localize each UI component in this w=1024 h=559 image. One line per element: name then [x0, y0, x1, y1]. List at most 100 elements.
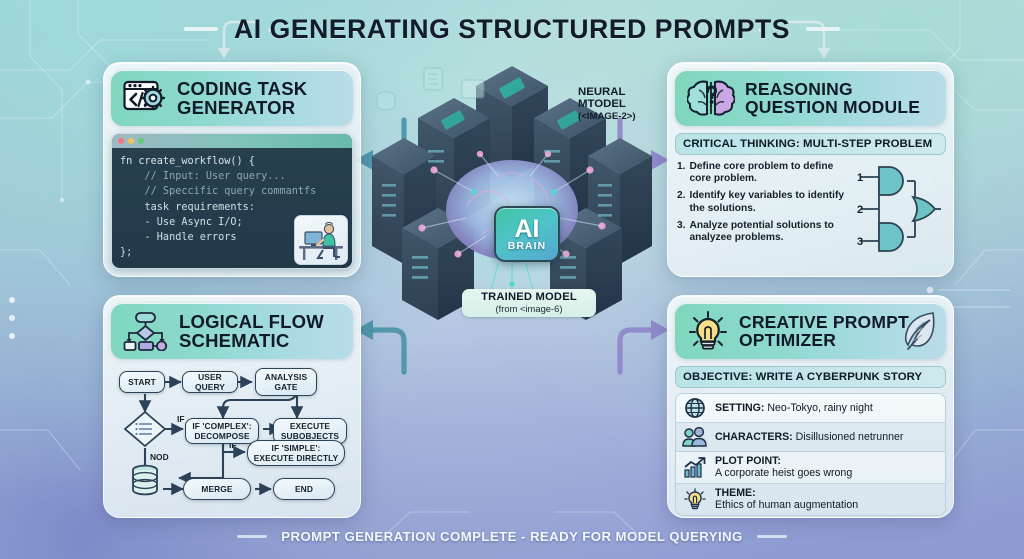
theme-label: THEME: — [715, 486, 756, 499]
flow-node-user-query[interactable]: USER QUERY — [182, 371, 238, 393]
coding-panel-body: fn create_workflow() { // Input: User qu… — [111, 133, 353, 270]
step-text: Analyze potential solutions to analyzee … — [689, 219, 834, 244]
footer-rule-left — [237, 534, 268, 538]
neural-label-sub: (<IMAGE-2>) — [578, 110, 636, 122]
or-gate — [911, 195, 937, 223]
list-item: 1. Define core problem to define core pr… — [677, 161, 857, 185]
gate-input-label: 2 — [857, 204, 863, 216]
reasoning-steps-list: 1. Define core problem to define core pr… — [675, 161, 857, 262]
neural-model-label: NEURAL MTODEL (<IMAGE-2>) — [578, 86, 664, 123]
reasoning-title-line2: QUESTION MODULE — [745, 97, 921, 117]
ai-chip-title: AI — [514, 214, 540, 243]
flowchart-connectors: IF NOD IF — [123, 375, 304, 496]
ai-chip-subtitle: BRAIN — [507, 240, 547, 252]
close-dot-icon[interactable] — [118, 138, 124, 144]
list-item-setting[interactable]: SETTING: Neo-Tokyo, rainy night — [676, 394, 945, 423]
panel-reasoning-question-module[interactable]: REASONING QUESTION MODULE CRITICAL THINK… — [667, 62, 954, 277]
page-title: AI GENERATING STRUCTURED PROMPTS — [233, 13, 791, 44]
list-item: 3. Analyze potential solutions to analyz… — [677, 220, 857, 244]
flowchart-diagram: IF NOD IF START USER QUERY ANALYSIS GATE… — [111, 366, 355, 516]
gate-input-label: 1 — [857, 172, 863, 184]
flow-edge-label: NOD — [150, 452, 169, 462]
header: AI GENERATING STRUCTURED PROMPTS — [0, 6, 1024, 52]
list-item-plot-point[interactable]: PLOT POINT: A corporate heist goes wrong — [676, 452, 945, 484]
code-line: // Speccific query commantfs — [120, 186, 317, 198]
setting-text: SETTING: Neo-Tokyo, rainy night — [715, 402, 873, 414]
step-number: 1. — [677, 161, 686, 172]
theme-value: Ethics of human augmentation — [715, 499, 859, 512]
creative-panel-header: CREATIVE PROMPT OPTIMIZER — [675, 303, 946, 359]
minimize-dot-icon[interactable] — [128, 138, 134, 144]
flow-node-end[interactable]: END — [273, 478, 335, 500]
code-content[interactable]: fn create_workflow() { // Input: User qu… — [112, 148, 352, 269]
developer-at-desk-illustration — [294, 215, 348, 266]
plot-point-text: PLOT POINT: A corporate heist goes wrong — [715, 455, 852, 480]
characters-text: CHARACTERS: Disillusioned netrunner — [715, 431, 903, 443]
flow-node-if-complex[interactable]: IF 'COMPLEX': DECOMPOSE — [185, 418, 259, 444]
coding-title-line1: CODING TASK — [177, 77, 308, 99]
lightbulb-icon — [687, 310, 729, 352]
flow-edge-label: IF — [229, 440, 236, 450]
creative-title-line1: CREATIVE PROMPT — [739, 311, 909, 332]
characters-label: CHARACTERS: — [715, 430, 793, 443]
and-gate — [878, 222, 904, 252]
code-line: }; — [120, 247, 133, 259]
maximize-dot-icon[interactable] — [138, 138, 144, 144]
and-gate — [878, 166, 904, 196]
globe-icon — [682, 397, 708, 419]
coding-panel-header: CODING TASK GENERATOR — [111, 70, 353, 126]
flow-panel-title: LOGICAL FLOW SCHEMATIC — [179, 310, 324, 351]
flow-title-line1: LOGICAL FLOW — [179, 310, 324, 332]
reasoning-panel-header: REASONING QUESTION MODULE — [675, 70, 946, 126]
logic-gate-diagram: 1 2 3 — [857, 161, 946, 262]
database-cylinder-icon — [132, 464, 158, 496]
title-rule-left — [183, 27, 218, 31]
flow-node-if-simple[interactable]: IF 'SIMPLE': EXECUTE DIRECTLY — [247, 440, 345, 466]
brain-question-icon — [687, 78, 735, 118]
theme-text: THEME: Ethics of human augmentation — [715, 487, 858, 512]
code-editor-window[interactable]: fn create_workflow() { // Input: User qu… — [111, 133, 353, 270]
list-item: 2. Identify key variables to identify th… — [677, 190, 857, 214]
code-window-titlebar — [112, 134, 352, 148]
flow-node-analysis-gate[interactable]: ANALYSIS GATE — [255, 368, 317, 396]
creative-title-line2: OPTIMIZER — [739, 330, 837, 350]
plot-point-value: A corporate heist goes wrong — [715, 467, 853, 480]
neural-label-line2: MTODEL — [578, 98, 626, 111]
setting-value: Neo-Tokyo, rainy night — [767, 401, 873, 414]
code-window-gear-icon — [123, 79, 167, 117]
panel-creative-prompt-optimizer[interactable]: CREATIVE PROMPT OPTIMIZER OBJECTIVE: WRI… — [667, 295, 954, 518]
flow-node-merge[interactable]: MERGE — [183, 478, 251, 500]
quill-feather-icon — [900, 309, 938, 358]
coding-panel-title: CODING TASK GENERATOR — [177, 77, 308, 118]
setting-label: SETTING: — [715, 401, 765, 414]
footer-status-text: PROMPT GENERATION COMPLETE - READY FOR M… — [281, 528, 743, 544]
list-item-theme[interactable]: THEME: Ethics of human augmentation — [676, 483, 945, 515]
flow-edge-label: IF — [177, 414, 184, 424]
trained-model-label: TRAINED MODEL (from <image-6) — [462, 289, 596, 317]
list-item-characters[interactable]: CHARACTERS: Disillusioned netrunner — [676, 423, 945, 452]
code-line: // Input: User query... — [120, 171, 286, 183]
flow-panel-header: LOGICAL FLOW SCHEMATIC — [111, 303, 353, 359]
code-line: - Handle errors — [120, 232, 237, 244]
flow-node-start[interactable]: START — [119, 371, 165, 393]
step-number: 3. — [677, 219, 686, 231]
gate-input-label: 3 — [857, 236, 863, 248]
reasoning-banner: CRITICAL THINKING: MULTI-STEP PROBLEM — [675, 133, 946, 155]
creative-panel-title: CREATIVE PROMPT OPTIMIZER — [739, 311, 909, 350]
footer: PROMPT GENERATION COMPLETE - READY FOR M… — [0, 523, 1024, 549]
title-rule-right — [806, 27, 841, 31]
code-line: fn create_workflow() { — [120, 156, 255, 167]
characters-value: Disillusioned netrunner — [795, 430, 904, 443]
flow-title-line2: SCHEMATIC — [179, 330, 290, 351]
step-number: 2. — [677, 190, 686, 202]
flowchart-icon — [123, 311, 169, 351]
panel-logical-flow-schematic[interactable]: LOGICAL FLOW SCHEMATIC — [103, 295, 361, 518]
creative-banner: OBJECTIVE: WRITE A CYBERPUNK STORY — [675, 366, 946, 388]
code-line: task requirements: — [120, 201, 255, 213]
footer-rule-right — [756, 534, 787, 538]
step-text: Define core problem to define core probl… — [689, 161, 834, 185]
panel-coding-task-generator[interactable]: CODING TASK GENERATOR fn create_workflow… — [103, 62, 361, 277]
trained-model-title: TRAINED MODEL — [481, 291, 577, 303]
creative-attribute-list: SETTING: Neo-Tokyo, rainy night CHARACTE… — [675, 393, 946, 516]
plot-point-label: PLOT POINT: — [715, 455, 781, 467]
